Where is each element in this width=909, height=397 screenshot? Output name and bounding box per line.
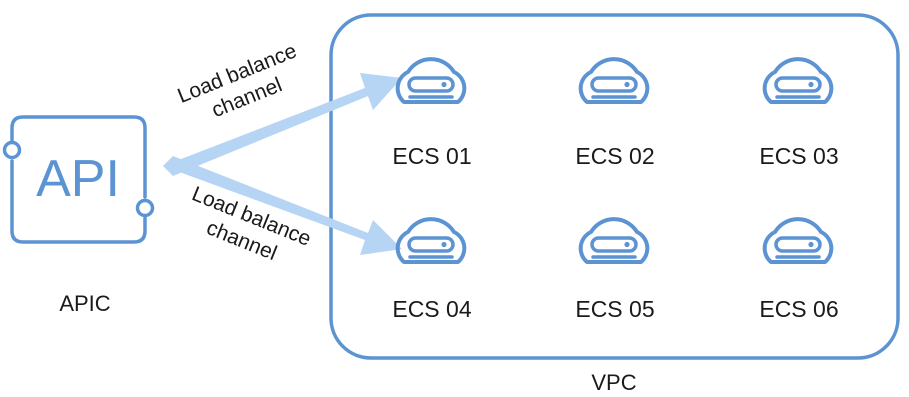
server-label-ecs06: ECS 06 xyxy=(759,296,838,322)
load-balance-arrow-bottom xyxy=(163,156,402,255)
server-label-ecs04: ECS 04 xyxy=(392,296,471,322)
api-icon-text: API xyxy=(36,150,120,208)
cloud-server-icon-ecs01 xyxy=(395,57,467,104)
api-icon: API xyxy=(2,115,155,244)
load-balance-arrow-top xyxy=(163,73,402,176)
server-label-ecs02: ECS 02 xyxy=(575,143,654,169)
vpc-container xyxy=(329,13,900,360)
server-label-ecs01: ECS 01 xyxy=(392,143,471,169)
apic-label: APIC xyxy=(59,291,110,316)
cloud-server-icon-ecs03 xyxy=(762,57,834,104)
server-label-ecs05: ECS 05 xyxy=(575,296,654,322)
cloud-server-icon-ecs04 xyxy=(395,217,467,264)
vpc-label: VPC xyxy=(591,370,636,395)
cloud-server-icon-ecs02 xyxy=(578,57,650,104)
server-label-ecs03: ECS 03 xyxy=(759,143,838,169)
cloud-server-icon-ecs06 xyxy=(762,217,834,264)
cloud-server-icon-ecs05 xyxy=(578,217,650,264)
